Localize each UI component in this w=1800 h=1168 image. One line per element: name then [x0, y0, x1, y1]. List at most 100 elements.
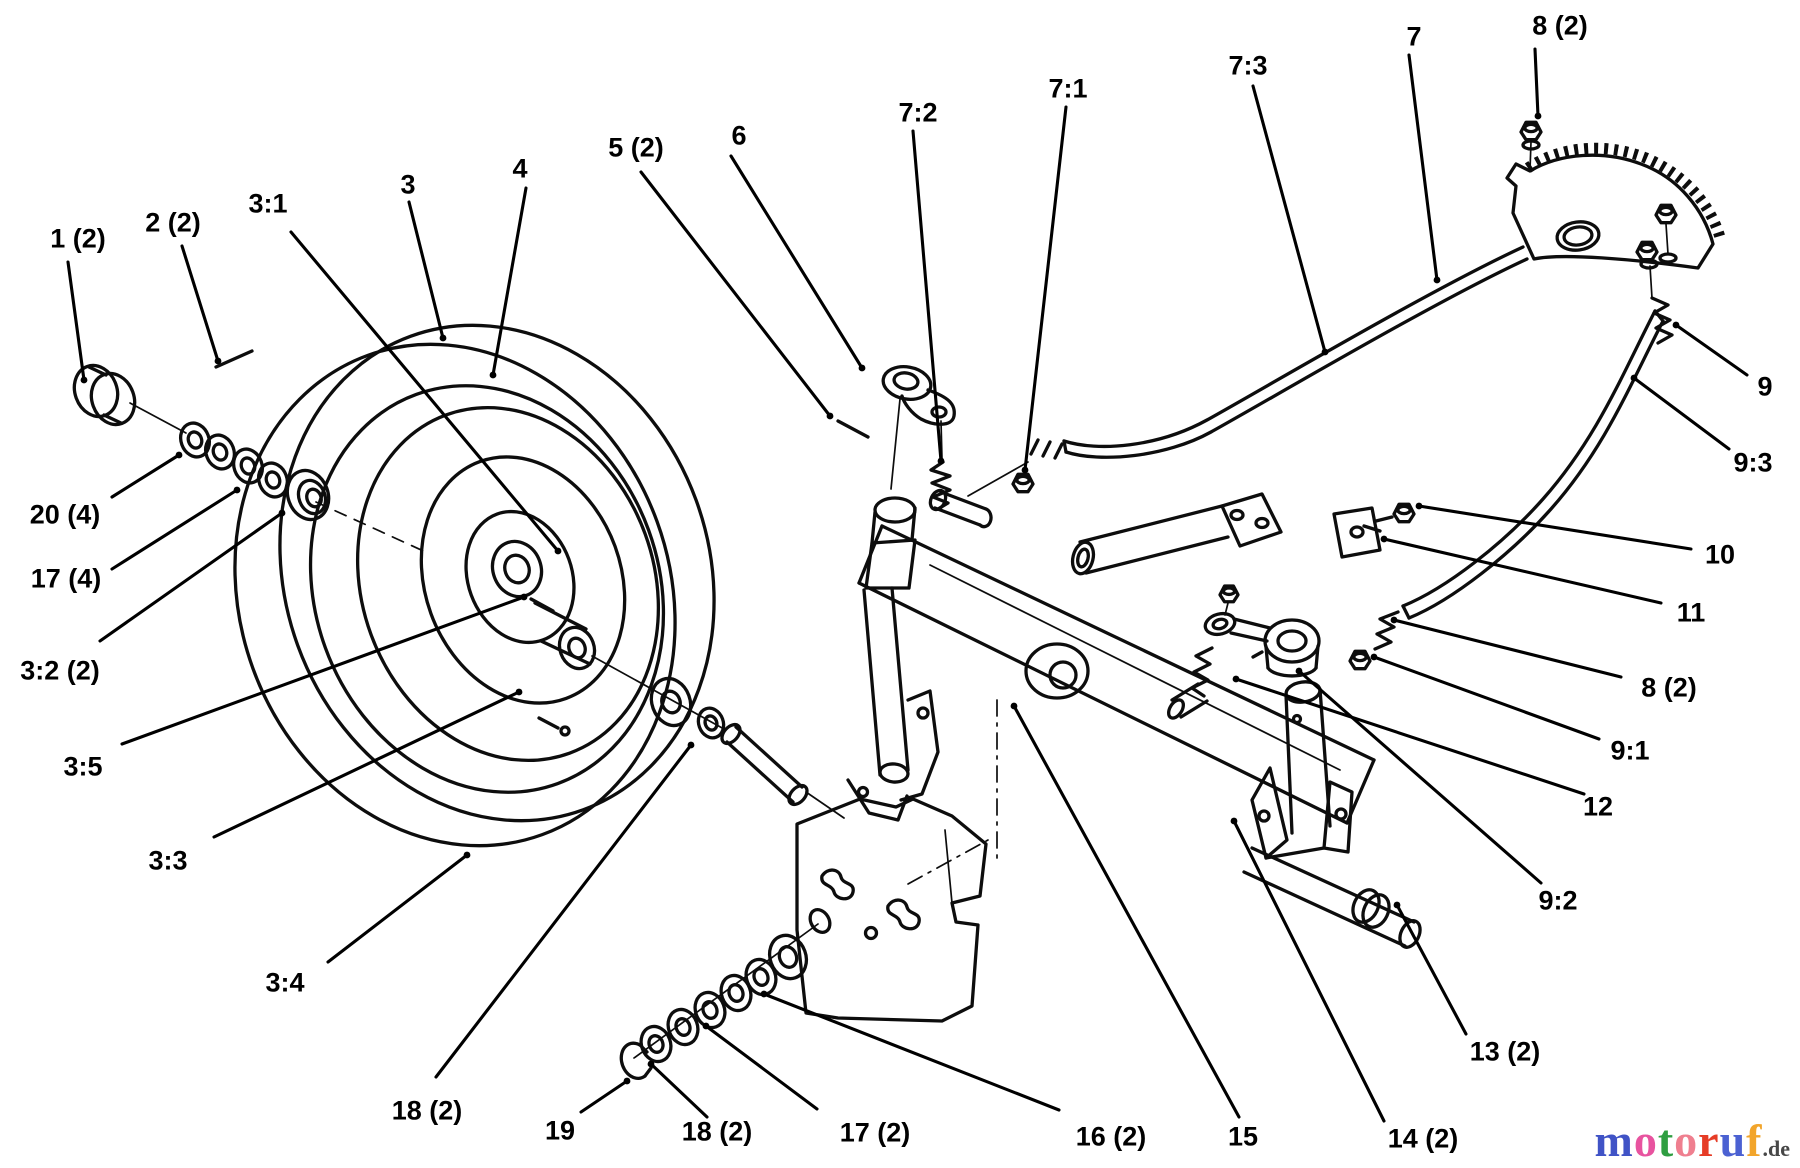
part-number-text: 7:1: [1048, 74, 1087, 104]
part-number-text: 17 (2): [840, 1118, 911, 1148]
part-label-9: 9: [1672, 321, 1773, 402]
leader-line: [764, 994, 1059, 1110]
part-label-8-top: 8 (2): [1532, 11, 1588, 120]
leader-line: [100, 513, 282, 641]
leader-line: [1394, 620, 1621, 677]
part-number-text: 18 (2): [392, 1096, 463, 1126]
leader-line: [328, 855, 467, 962]
leader-line: [1634, 378, 1729, 449]
part-number-text: 10: [1705, 540, 1735, 570]
tube-bracket: [1222, 494, 1281, 546]
leader-line: [112, 490, 237, 569]
leader-dot: [1380, 535, 1388, 543]
part-label-7-2: 7:2: [898, 98, 945, 465]
part-label-1: 1 (2): [50, 224, 106, 384]
leader-line: [122, 597, 524, 744]
bearing-ring: [281, 465, 336, 526]
part-number-text: 9:2: [1538, 886, 1577, 916]
leader-dot: [1232, 675, 1240, 683]
leader-dot: [826, 412, 834, 420]
bolt-head: [1635, 240, 1659, 262]
part-label-2: 2 (2): [145, 208, 222, 365]
leader-line: [291, 232, 558, 551]
motoruf-logo[interactable]: motoruf.de: [1595, 1118, 1791, 1164]
part-number-text: 8 (2): [1641, 673, 1697, 703]
part-number-text: 12: [1583, 792, 1613, 822]
logo-suffix: .de: [1762, 1136, 1791, 1161]
leader-dot: [937, 457, 945, 465]
part-label-11: 11: [1380, 535, 1705, 628]
leader-dot: [214, 357, 222, 365]
logo-letter: r: [1698, 1115, 1720, 1166]
part-number-text: 20 (4): [30, 500, 101, 530]
part-label-3-4: 3:4: [265, 851, 471, 998]
leader-dot: [233, 486, 241, 494]
logo-letter: u: [1719, 1115, 1747, 1166]
part-label-8-mid: 8 (2): [1390, 616, 1697, 703]
drag-link: [927, 247, 1527, 527]
gear-teeth: [1528, 148, 1721, 241]
leader-dot: [554, 547, 562, 555]
part-label-18-mid: 18 (2): [647, 1060, 752, 1147]
part-number-text: 3:3: [148, 846, 187, 876]
leader-dot: [1370, 653, 1378, 661]
valve-stem: [539, 718, 558, 728]
leader-dot: [520, 593, 528, 601]
logo-letter: o: [1674, 1115, 1699, 1166]
part-number-text: 5 (2): [608, 133, 664, 163]
spring: [931, 462, 950, 509]
axle-pin: [718, 721, 810, 808]
leader-line: [409, 202, 443, 338]
ball-stud-nut: [1218, 584, 1240, 604]
leader-line: [1014, 706, 1239, 1117]
leader-dot: [1230, 817, 1238, 825]
leader-line: [651, 1064, 707, 1117]
part-label-3: 3: [400, 170, 447, 342]
leader-dot: [463, 851, 471, 859]
part-label-14: 14 (2): [1230, 817, 1458, 1154]
hub-key: [531, 599, 553, 611]
leader-dot: [1672, 321, 1680, 329]
leader-line: [1397, 905, 1466, 1034]
pivot-plate: [1334, 508, 1380, 557]
spring: [1652, 298, 1672, 343]
part-label-9-2: 9:2: [1295, 667, 1578, 916]
leader-line: [436, 745, 691, 1077]
leader-dot: [858, 364, 866, 372]
leader-dot: [623, 1077, 631, 1085]
leader-dot: [1630, 374, 1638, 382]
part-label-18-left: 18 (2): [392, 741, 695, 1126]
part-label-7: 7: [1406, 22, 1441, 284]
leader-dot: [1010, 702, 1018, 710]
arm-collar: [1253, 620, 1319, 676]
part-number-text: 3: [400, 170, 415, 200]
part-label-3-3: 3:3: [148, 688, 523, 876]
part-number-text: 3:1: [248, 189, 287, 219]
leader-line: [641, 172, 830, 416]
part-label-13: 13 (2): [1393, 901, 1540, 1067]
part-number-text: 9:1: [1610, 736, 1649, 766]
spindle-collar: [875, 498, 915, 522]
leader-dot: [1021, 466, 1029, 474]
right-steering-arm: [1166, 584, 1319, 721]
leader-dot: [1534, 112, 1542, 120]
leader-line: [1025, 107, 1066, 470]
clevis-pin: [838, 421, 868, 437]
lock-nut: [1348, 649, 1372, 671]
part-label-3-2: 3:2 (2): [20, 509, 286, 686]
leader-dot: [1393, 901, 1401, 909]
logo-letter: t: [1657, 1115, 1675, 1166]
spindle-shaft: [864, 588, 908, 775]
cotter-pin: [216, 351, 252, 367]
part-number-text: 3:2 (2): [20, 656, 100, 686]
leader-line: [1374, 657, 1599, 739]
leader-line: [1253, 86, 1325, 352]
part-label-10: 10: [1415, 502, 1735, 570]
hub-cap: [67, 359, 141, 430]
part-label-7-1: 7:1: [1021, 74, 1088, 474]
leader-line: [182, 246, 218, 361]
leader-line: [493, 188, 526, 375]
leader-line: [581, 1081, 627, 1112]
